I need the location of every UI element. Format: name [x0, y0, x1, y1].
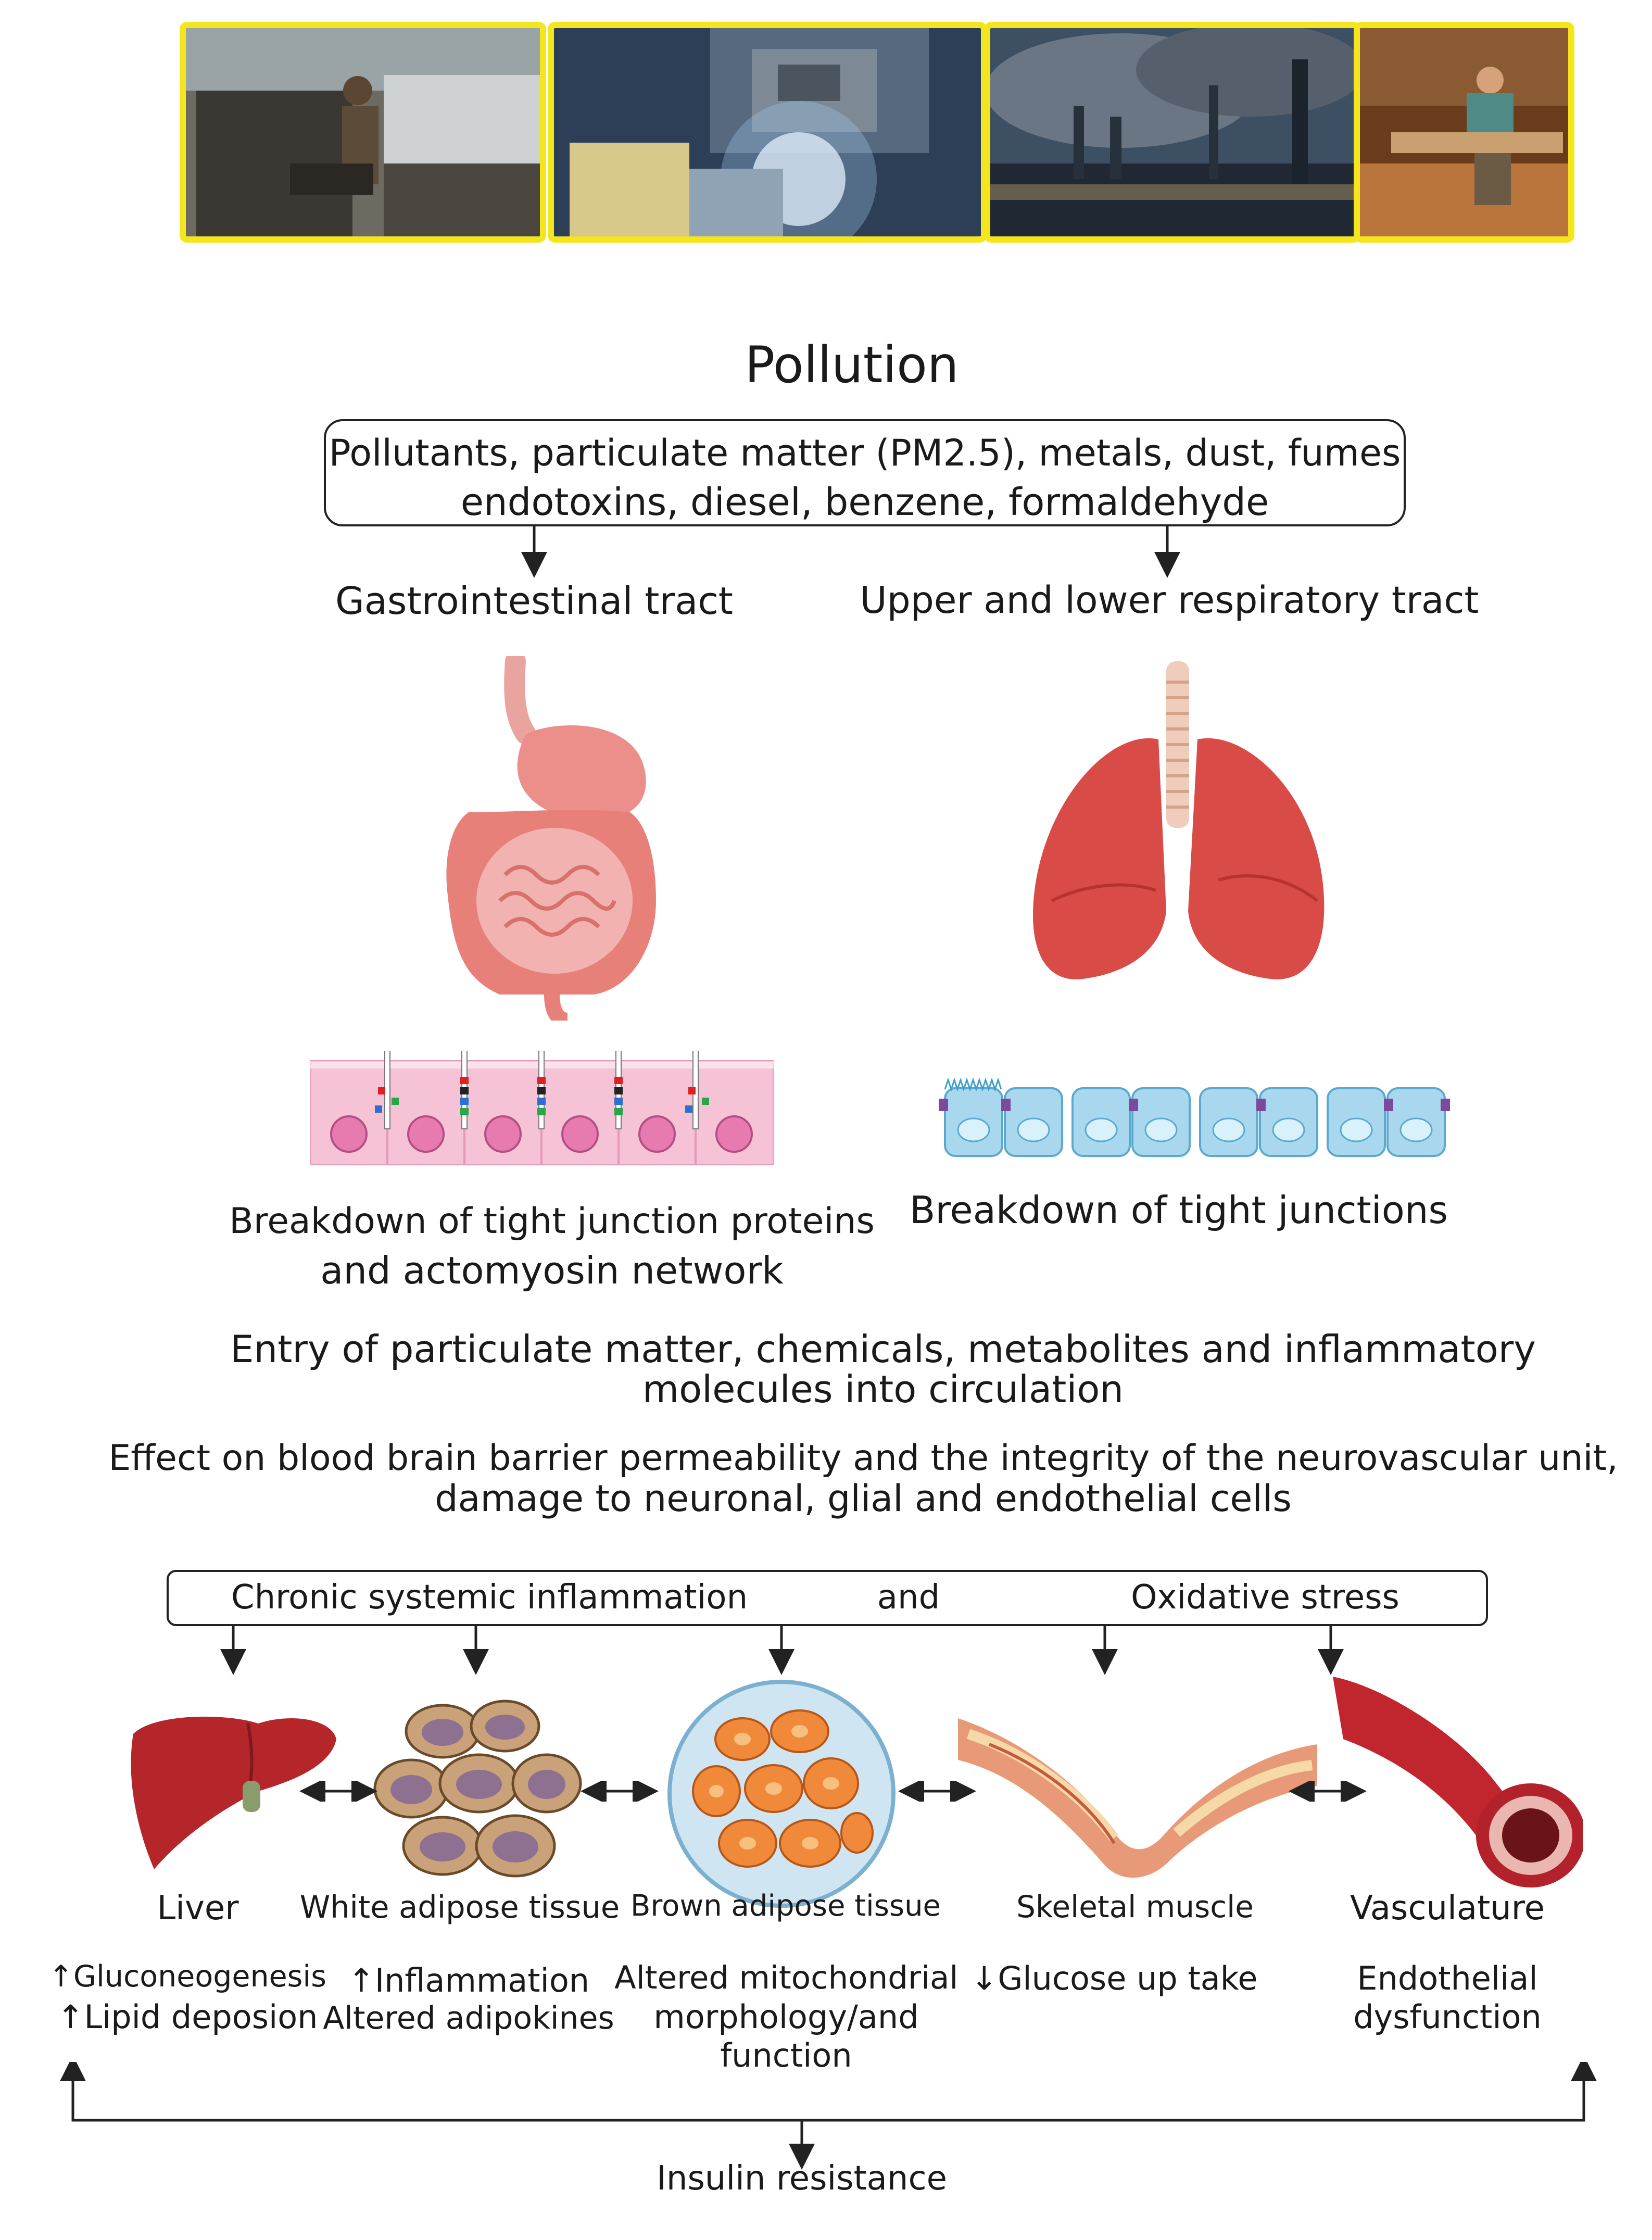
bat-effect-1: Altered mitochondrial: [614, 1959, 959, 1996]
gi-barrier-line2: and actomyosin network: [320, 1249, 784, 1292]
resp-tract-label: Upper and lower respiratory tract: [860, 578, 1479, 622]
digestive-system-illustration: [446, 656, 656, 1021]
bbb-line1: Effect on blood brain barrier permeabili…: [108, 1438, 1618, 1479]
insulin-resistance-loop: [60, 2062, 1597, 2170]
bat-effect-2: morphology/and: [653, 1998, 919, 2036]
pollutant-sources-box: [324, 419, 1406, 526]
liver-illustration: [131, 1716, 336, 1869]
brown-adipose-illustration: [667, 1680, 896, 1908]
mechanism-oxidative-stress: Oxidative stress: [1131, 1578, 1399, 1617]
pollutant-sources-line2: endotoxins, diesel, benzene, formaldehyd…: [460, 480, 1269, 524]
bat-effect-3: function: [720, 2036, 852, 2074]
resp-epithelium-illustration: [939, 1078, 1450, 1157]
bbb-line2: damage to neuronal, glial and endothelia…: [435, 1477, 1292, 1520]
photo-welder: [548, 22, 987, 243]
muscle-effect-1: ↓Glucose up take: [970, 1959, 1258, 1997]
gi-epithelium-illustration: [310, 1051, 774, 1165]
lungs-illustration: [1033, 661, 1325, 979]
organ-wat-name: White adipose tissue: [299, 1889, 620, 1925]
organ-crosstalk-arrows: [299, 1781, 1367, 1802]
mechanism-and: and: [877, 1578, 940, 1617]
wat-effect-2: Altered adipokines: [323, 2000, 614, 2036]
page-title: Pollution: [745, 336, 959, 394]
organ-liver-name: Liver: [157, 1889, 239, 1928]
mechanism-arrows: [220, 1625, 1344, 1675]
vasculature-illustration: [1333, 1677, 1583, 1887]
organ-bat-name: Brown adipose tissue: [630, 1889, 941, 1923]
vasculature-effect-2: dysfunction: [1353, 1998, 1542, 2036]
mechanism-inflammation: Chronic systemic inflammation: [231, 1578, 748, 1617]
photo-woodworker: [1354, 22, 1574, 243]
gi-tract-label: Gastrointestinal tract: [335, 579, 734, 623]
entry-line1: Entry of particulate matter, chemicals, …: [230, 1327, 1536, 1371]
white-adipose-illustration: [373, 1700, 582, 1878]
liver-effect-1: ↑Gluconeogenesis: [48, 1959, 326, 1994]
gi-barrier-line1: Breakdown of tight junction proteins: [229, 1201, 875, 1242]
sources-arrows: [521, 524, 1180, 578]
insulin-resistance-label: Insulin resistance: [657, 2159, 947, 2198]
mechanism-box: [167, 1570, 1488, 1626]
entry-line2: molecules into circulation: [642, 1367, 1124, 1411]
wat-effect-1: ↑Inflammation: [347, 1961, 590, 1999]
liver-effect-2: ↑Lipid deposion: [57, 1998, 318, 2036]
loop-line: [71, 2109, 1585, 2122]
organ-vasculature-name: Vasculature: [1350, 1889, 1545, 1928]
skeletal-muscle-illustration: [958, 1718, 1317, 1878]
resp-barrier-label: Breakdown of tight junctions: [910, 1188, 1448, 1232]
pollutant-sources-line1: Pollutants, particulate matter (PM2.5), …: [329, 432, 1401, 474]
photo-scrapyard-worker: [180, 22, 546, 243]
vasculature-effect-1: Endothelial: [1357, 1959, 1538, 1997]
organ-muscle-name: Skeletal muscle: [1016, 1889, 1254, 1924]
